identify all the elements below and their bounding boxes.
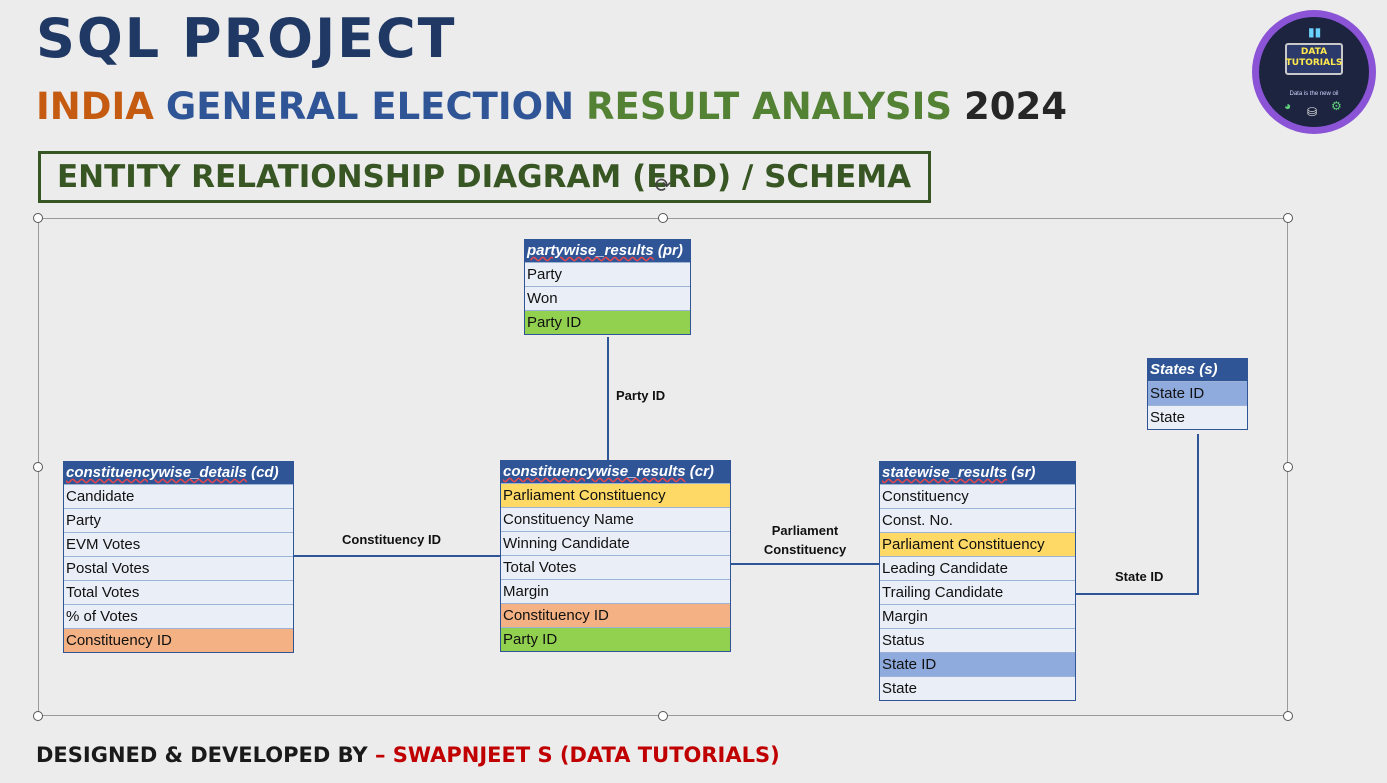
table-alias: (cd) — [246, 464, 279, 481]
relationship-label-party-id: Party ID — [616, 388, 666, 403]
table-statewise-results[interactable]: statewise_results (sr) Constituency Cons… — [879, 461, 1076, 701]
table-name: constituencywise_details — [66, 464, 247, 481]
resize-handle-bottom-center[interactable] — [658, 711, 668, 721]
table-alias: (sr) — [1007, 464, 1036, 481]
footer-prefix: DESIGNED & DEVELOPED BY — [36, 743, 375, 767]
table-name: statewise_results — [882, 464, 1008, 481]
logo-tagline: Data is the new oil — [1289, 91, 1339, 97]
table-row: Party ID — [525, 310, 690, 334]
relationship-label-parliament-constituency: Parliament Constituency — [760, 521, 850, 559]
table-row: Status — [880, 628, 1075, 652]
gear-icon: ⚙ — [1331, 99, 1342, 113]
subtitle-india: INDIA — [36, 85, 154, 128]
table-row: Parliament Constituency — [501, 483, 730, 507]
relationship-label-line1: Parliament — [771, 523, 839, 538]
logo-badge: ▮▮ DATA TUTORIALS Data is the new oil ◕ … — [1259, 17, 1369, 127]
table-name: States — [1150, 361, 1196, 378]
footer-author: – SWAPNJEET S (DATA TUTORIALS) — [374, 743, 780, 767]
table-name: constituencywise_results — [503, 463, 686, 480]
relationship-label-line2: Constituency — [763, 542, 847, 557]
resize-handle-bottom-right[interactable] — [1283, 711, 1293, 721]
resize-handle-top-left[interactable] — [33, 213, 43, 223]
connector-party-id — [607, 337, 609, 461]
relationship-label-constituency-id: Constituency ID — [342, 532, 441, 547]
table-header: statewise_results (sr) — [880, 462, 1075, 484]
table-alias: (pr) — [653, 242, 683, 259]
table-row: Margin — [880, 604, 1075, 628]
resize-handle-middle-left[interactable] — [33, 462, 43, 472]
erd-heading: ENTITY RELATIONSHIP DIAGRAM (ERD) / SCHE… — [38, 151, 931, 203]
table-row: Constituency ID — [501, 603, 730, 627]
table-row: State ID — [880, 652, 1075, 676]
resize-handle-top-center[interactable] — [658, 213, 668, 223]
table-row: EVM Votes — [64, 532, 293, 556]
table-row: State — [1148, 405, 1247, 429]
page-title: SQL PROJECT — [36, 7, 457, 70]
database-icon: ⛁ — [1307, 105, 1318, 119]
page-subtitle: INDIA GENERAL ELECTION RESULT ANALYSIS 2024 — [36, 84, 1079, 130]
table-row: Candidate — [64, 484, 293, 508]
table-row: Const. No. — [880, 508, 1075, 532]
table-alias: (cr) — [685, 463, 714, 480]
logo-text-line1: DATA — [1300, 47, 1328, 57]
connector-state-id-horizontal — [1075, 593, 1199, 595]
table-row: State ID — [1148, 381, 1247, 405]
table-row: Postal Votes — [64, 556, 293, 580]
table-row: Party — [64, 508, 293, 532]
connector-state-id-vertical — [1197, 434, 1199, 595]
table-header: partywise_results (pr) — [525, 240, 690, 262]
relationship-label-state-id: State ID — [1115, 569, 1164, 584]
connector-constituency-id — [293, 555, 501, 557]
table-row: Constituency ID — [64, 628, 293, 652]
resize-handle-middle-right[interactable] — [1283, 462, 1293, 472]
data-tutorials-logo: ▮▮ DATA TUTORIALS Data is the new oil ◕ … — [1252, 10, 1376, 134]
footer-credits: DESIGNED & DEVELOPED BY – SWAPNJEET S (D… — [36, 738, 780, 772]
table-states[interactable]: States (s) State ID State — [1147, 358, 1248, 430]
table-header: States (s) — [1148, 359, 1247, 381]
laptop-icon — [1285, 43, 1343, 75]
table-constituencywise-details[interactable]: constituencywise_details (cd) Candidate … — [63, 461, 294, 653]
resize-handle-top-right[interactable] — [1283, 213, 1293, 223]
table-row: State — [880, 676, 1075, 700]
table-row: Constituency Name — [501, 507, 730, 531]
table-row: Constituency — [880, 484, 1075, 508]
table-row: Leading Candidate — [880, 556, 1075, 580]
pie-chart-icon: ◕ — [1284, 99, 1292, 113]
table-row: Margin — [501, 579, 730, 603]
table-row: Winning Candidate — [501, 531, 730, 555]
subtitle-result-analysis: RESULT ANALYSIS — [586, 85, 952, 128]
table-row: Trailing Candidate — [880, 580, 1075, 604]
table-row: Party — [525, 262, 690, 286]
table-row: % of Votes — [64, 604, 293, 628]
table-header: constituencywise_details (cd) — [64, 462, 293, 484]
table-constituencywise-results[interactable]: constituencywise_results (cr) Parliament… — [500, 460, 731, 652]
table-row: Total Votes — [501, 555, 730, 579]
resize-handle-bottom-left[interactable] — [33, 711, 43, 721]
table-partywise-results[interactable]: partywise_results (pr) Party Won Party I… — [524, 239, 691, 335]
subtitle-general-election: GENERAL ELECTION — [165, 85, 575, 128]
logo-text-line2: TUTORIALS — [1285, 58, 1343, 68]
table-row: Party ID — [501, 627, 730, 651]
subtitle-year: 2024 — [963, 85, 1067, 128]
connector-parliament-constituency — [730, 563, 880, 565]
table-row: Total Votes — [64, 580, 293, 604]
logo-text: DATA TUTORIALS — [1281, 47, 1347, 69]
table-alias: (s) — [1195, 361, 1218, 378]
table-row: Parliament Constituency — [880, 532, 1075, 556]
rotate-handle-icon[interactable]: ⟳ — [654, 175, 672, 197]
table-row: Won — [525, 286, 690, 310]
table-header: constituencywise_results (cr) — [501, 461, 730, 483]
table-name: partywise_results — [527, 242, 654, 259]
logo-chart-icon: ▮▮ — [1308, 25, 1322, 39]
